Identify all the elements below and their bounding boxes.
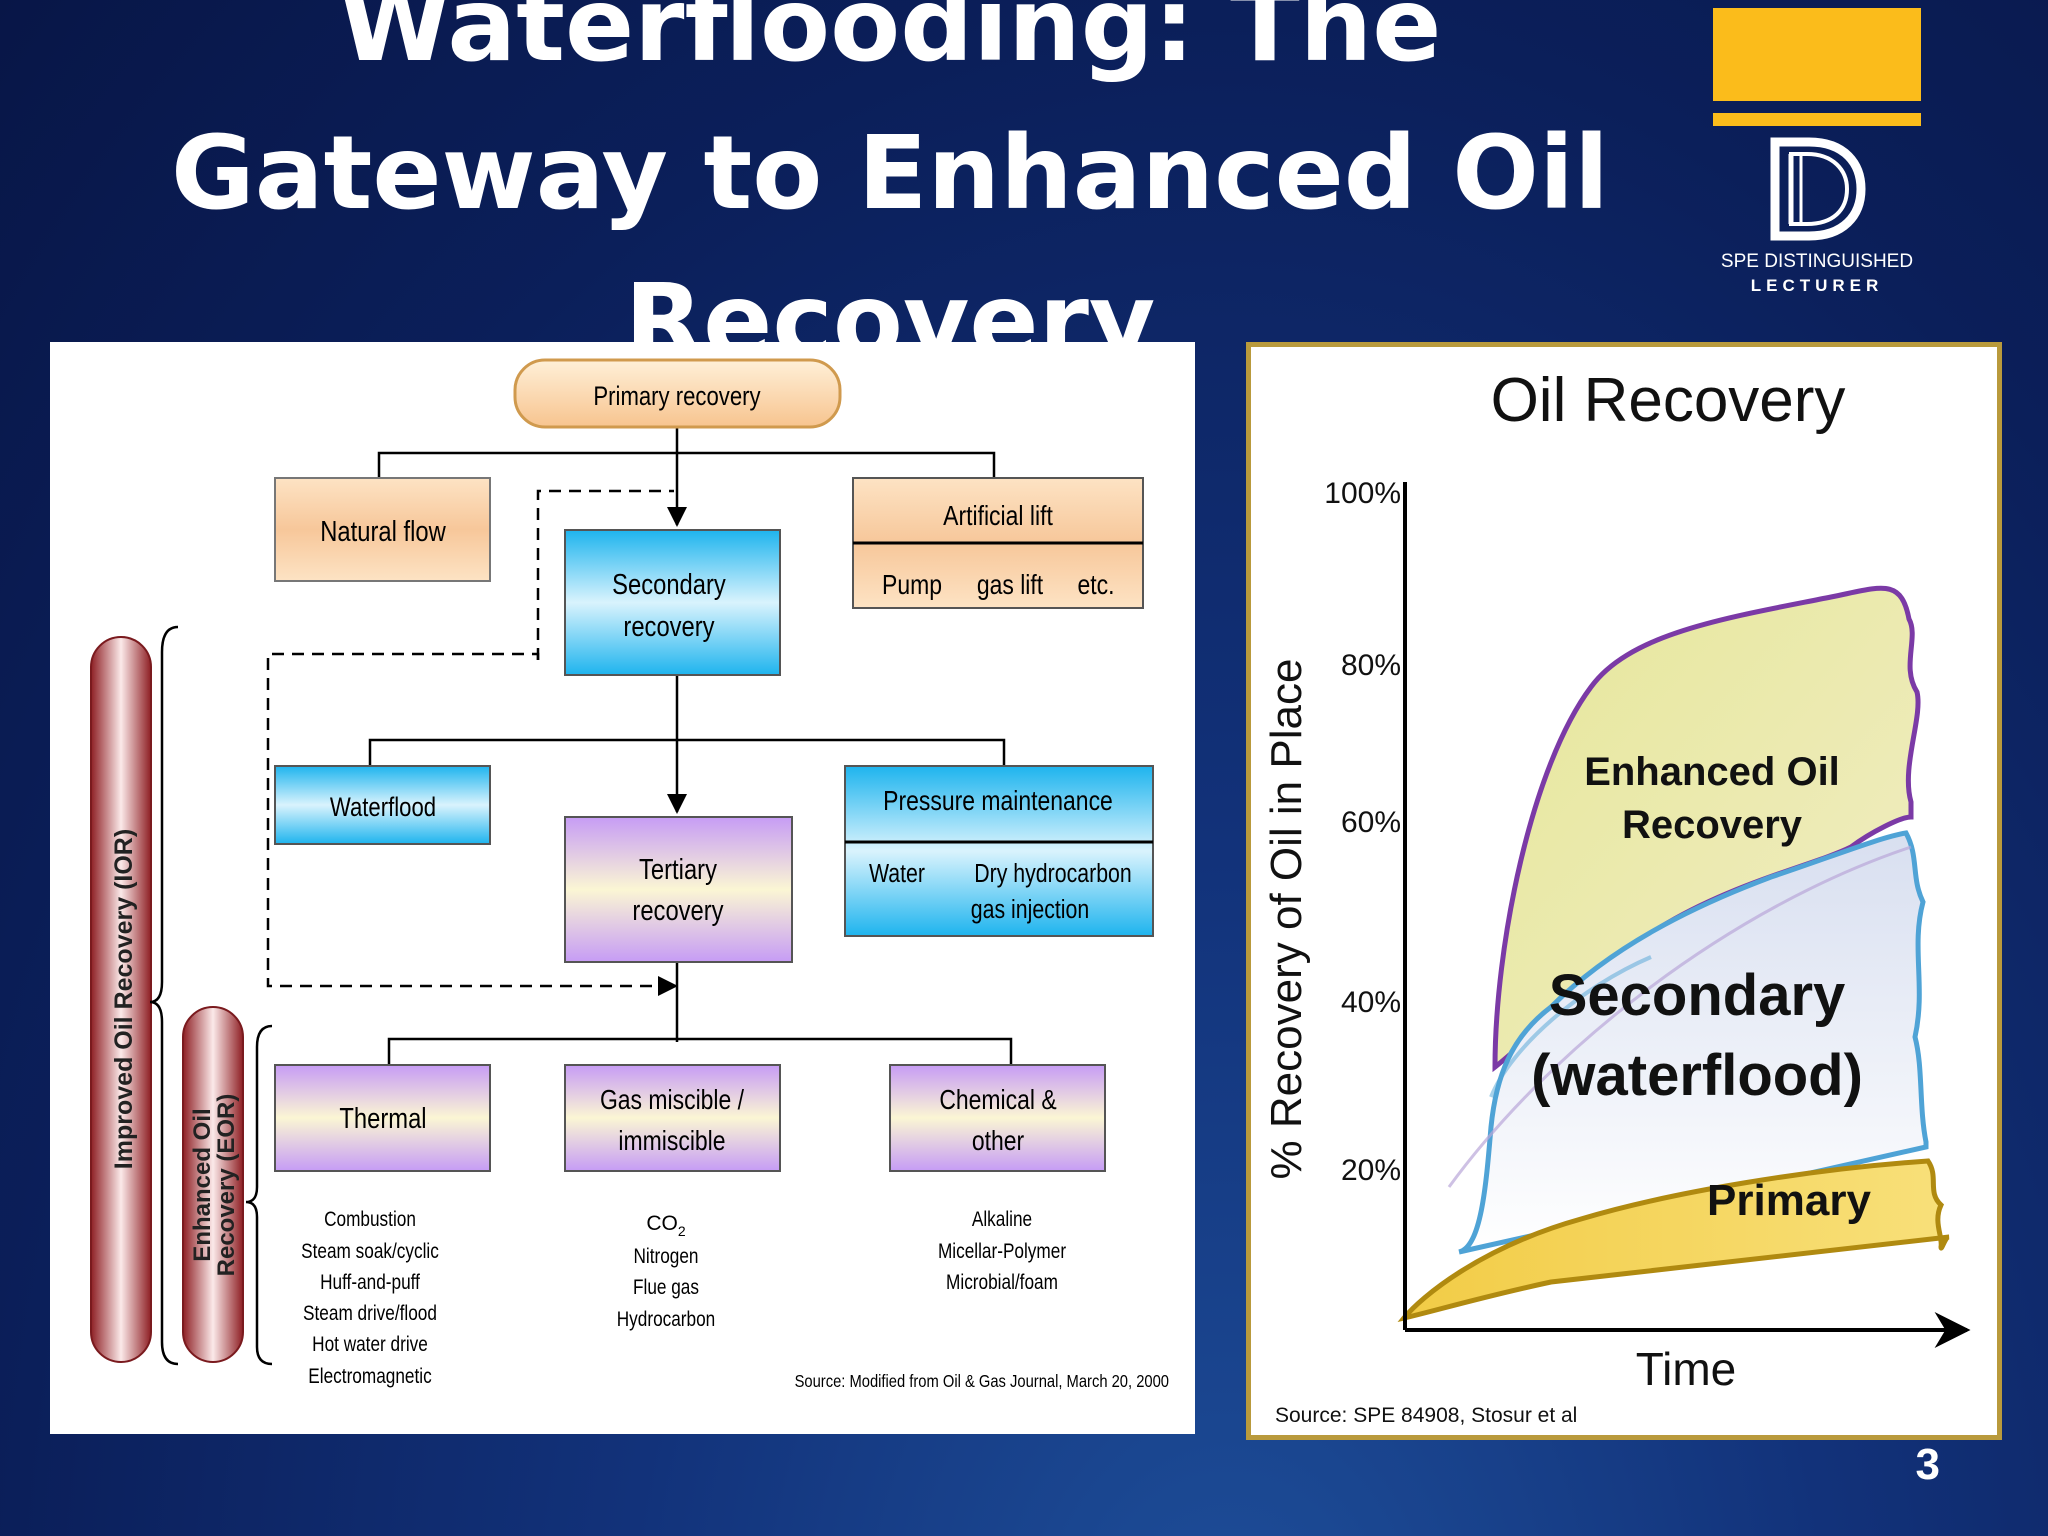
- eor-brace: [245, 1024, 273, 1366]
- gas-label-1: Gas miscible /: [600, 1085, 745, 1116]
- spe-logo: SPE DISTINGUISHED LECTURER: [1713, 8, 1921, 308]
- chemical-label-2: other: [972, 1126, 1025, 1157]
- primary-recovery-box: [513, 358, 842, 429]
- pressure-maintenance-label: Pressure maintenance: [883, 786, 1113, 817]
- diagram-source: Source: Modified from Oil & Gas Journal,…: [795, 1372, 1169, 1392]
- chemical-list: Alkaline Micellar-Polymer Microbial/foam: [938, 1209, 1067, 1295]
- x-axis-label: Time: [1636, 1343, 1737, 1395]
- primary-area-label: Primary: [1707, 1176, 1871, 1225]
- oil-recovery-chart-panel: Oil Recovery 20% 40% 60% 80% 100% % Reco…: [1246, 342, 2002, 1440]
- gas-item-co2: CO2: [646, 1212, 686, 1239]
- logo-text-lecturer: LECTURER: [1750, 276, 1884, 295]
- thermal-item: Steam drive/flood: [303, 1303, 437, 1326]
- connector-lines: [368, 427, 1013, 1069]
- thermal-box: [274, 1064, 491, 1172]
- page-number: 3: [1915, 1440, 1940, 1489]
- eor-area-label-1: Enhanced Oil: [1584, 750, 1840, 794]
- thermal-item: Huff-and-puff: [320, 1272, 420, 1295]
- tertiary-recovery-label-1: Tertiary: [639, 853, 718, 886]
- natural-flow-label: Natural flow: [320, 515, 446, 548]
- artificial-lift-gas-lift: gas lift: [977, 570, 1043, 601]
- tertiary-recovery-label-2: recovery: [632, 894, 724, 927]
- chart-source: Source: SPE 84908, Stosur et al: [1275, 1404, 1577, 1427]
- artificial-lift-pump: Pump: [882, 570, 942, 601]
- pm-water-label: Water: [869, 859, 925, 889]
- gas-box: [564, 1064, 781, 1172]
- title-line-1: Waterflooding: The: [338, 0, 1442, 85]
- secondary-recovery-label-1: Secondary: [612, 568, 726, 601]
- gas-item: Nitrogen: [633, 1246, 698, 1269]
- secondary-area-label-1: Secondary: [1549, 963, 1846, 1028]
- eor-label-1: Enhanced Oil: [189, 1108, 216, 1261]
- artificial-lift-etc: etc.: [1077, 570, 1114, 601]
- y-tick-80: 80%: [1341, 649, 1401, 682]
- pressure-maintenance-box: [844, 765, 1154, 937]
- recovery-diagram: Primary recovery Natural flow Artificial…: [90, 358, 1169, 1392]
- chart-title: Oil Recovery: [1491, 366, 1846, 435]
- secondary-recovery-box: [564, 529, 781, 676]
- gas-item: Hydrocarbon: [617, 1309, 716, 1332]
- waterflood-box: [274, 765, 491, 845]
- secondary-area-label-2: (waterflood): [1531, 1043, 1863, 1108]
- secondary-area: [1458, 830, 1929, 1255]
- oil-recovery-chart: Oil Recovery 20% 40% 60% 80% 100% % Reco…: [1262, 366, 1971, 1427]
- secondary-inner-line: [1447, 845, 1912, 1188]
- logo-text-distinguished: SPE DISTINGUISHED: [1720, 251, 1914, 272]
- eor-label-2: Recovery (EOR): [213, 1094, 240, 1277]
- thermal-label: Thermal: [339, 1102, 426, 1135]
- logo-gold-stripe: [1713, 113, 1921, 126]
- secondary-recovery-label-2: recovery: [623, 610, 715, 643]
- artificial-lift-label: Artificial lift: [943, 501, 1053, 532]
- title-line-2: Gateway to Enhanced Oil: [171, 114, 1609, 233]
- gas-list: CO2 Nitrogen Flue gas Hydrocarbon: [617, 1212, 716, 1331]
- slide-title: Waterflooding: The Gateway to Enhanced O…: [170, 0, 1610, 396]
- y-tick-labels: 20% 40% 60% 80% 100%: [1324, 477, 1401, 1187]
- primary-recovery-label: Primary recovery: [593, 382, 761, 412]
- ior-label: Improved Oil Recovery (IOR): [110, 829, 138, 1169]
- gas-label-2: immiscible: [618, 1126, 725, 1157]
- ior-pillar: [90, 636, 152, 1363]
- y-tick-20: 20%: [1341, 1154, 1401, 1187]
- waterflood-label: Waterflood: [330, 793, 436, 823]
- y-axis-label: % Recovery of Oil in Place: [1262, 659, 1311, 1180]
- natural-flow-box: [274, 477, 491, 582]
- tertiary-recovery-box: [564, 816, 793, 963]
- eor-area-label-2: Recovery: [1622, 803, 1803, 847]
- chemical-item: Micellar-Polymer: [938, 1241, 1067, 1264]
- thermal-item: Combustion: [324, 1209, 416, 1232]
- thermal-item: Electromagnetic: [308, 1366, 432, 1389]
- thermal-item: Steam soak/cyclic: [301, 1241, 439, 1264]
- gas-item: Flue gas: [633, 1277, 699, 1300]
- pm-dry-label-1: Dry hydrocarbon: [974, 859, 1132, 889]
- eor-pillar: [182, 1006, 244, 1363]
- pm-dry-label-2: gas injection: [971, 895, 1089, 925]
- chemical-item: Microbial/foam: [946, 1272, 1058, 1295]
- ior-brace: [149, 625, 179, 1366]
- logo-gold-bar: [1713, 8, 1921, 101]
- thermal-item: Hot water drive: [312, 1334, 428, 1357]
- eor-inner-line: [1489, 955, 1652, 1098]
- chemical-label-1: Chemical &: [939, 1085, 1056, 1116]
- y-tick-100: 100%: [1324, 477, 1401, 510]
- y-tick-40: 40%: [1341, 986, 1401, 1019]
- y-tick-60: 60%: [1341, 806, 1401, 839]
- thermal-list: Combustion Steam soak/cyclic Huff-and-pu…: [301, 1209, 439, 1389]
- chemical-item: Alkaline: [972, 1209, 1032, 1232]
- recovery-diagram-panel: Primary recovery Natural flow Artificial…: [50, 342, 1195, 1434]
- chemical-box: [889, 1064, 1106, 1172]
- dashed-bypass-lines: [266, 489, 678, 996]
- primary-area: [1397, 1158, 1950, 1322]
- logo-d-icon: [1770, 137, 1866, 241]
